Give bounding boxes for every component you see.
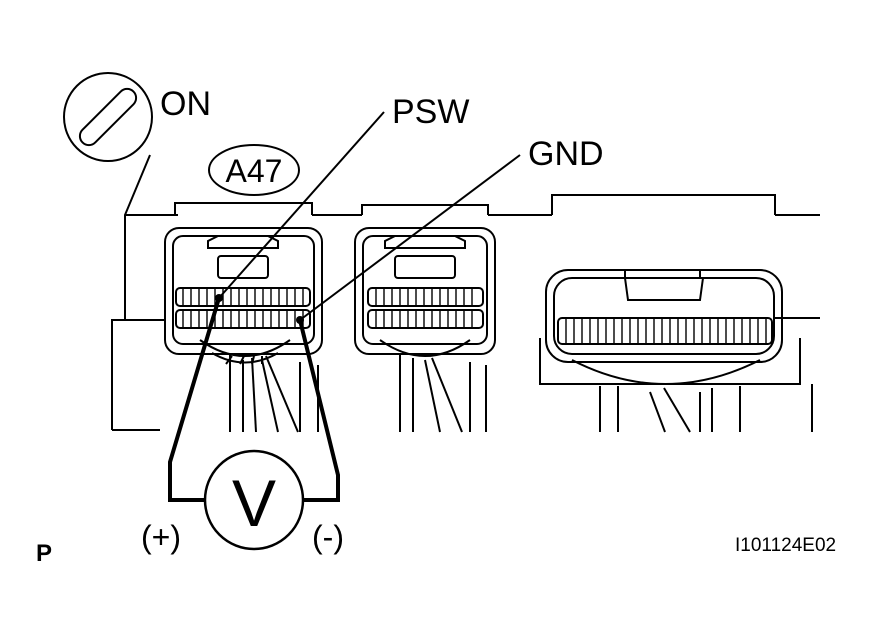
harness-middle xyxy=(399,355,487,433)
figure-code: I101124E02 xyxy=(735,535,836,556)
gnd-leader-line xyxy=(299,154,521,321)
voltmeter-icon xyxy=(203,449,305,551)
harness-a47 xyxy=(225,355,319,433)
psw-leader-line xyxy=(218,111,385,299)
ignition-switch-icon xyxy=(63,72,153,162)
ignition-on-label: ON xyxy=(160,85,211,123)
positive-label: (+) xyxy=(141,519,181,555)
connector-id-label: A47 xyxy=(226,153,283,189)
connector-large xyxy=(539,194,801,385)
connector-a47 xyxy=(164,202,323,364)
voltmeter-symbol: V xyxy=(232,466,276,540)
connector-middle xyxy=(354,204,496,357)
probe-negative xyxy=(298,319,340,502)
harness-large xyxy=(599,384,813,433)
corner-mark: P xyxy=(36,540,52,567)
gnd-label: GND xyxy=(528,135,604,173)
ecu-housing xyxy=(111,154,820,431)
gnd-terminal-point xyxy=(296,316,304,324)
psw-terminal-point xyxy=(215,294,223,302)
psw-label: PSW xyxy=(392,93,469,131)
connector-id-oval xyxy=(208,144,300,196)
negative-label: (-) xyxy=(312,519,344,555)
probe-positive xyxy=(168,297,221,502)
